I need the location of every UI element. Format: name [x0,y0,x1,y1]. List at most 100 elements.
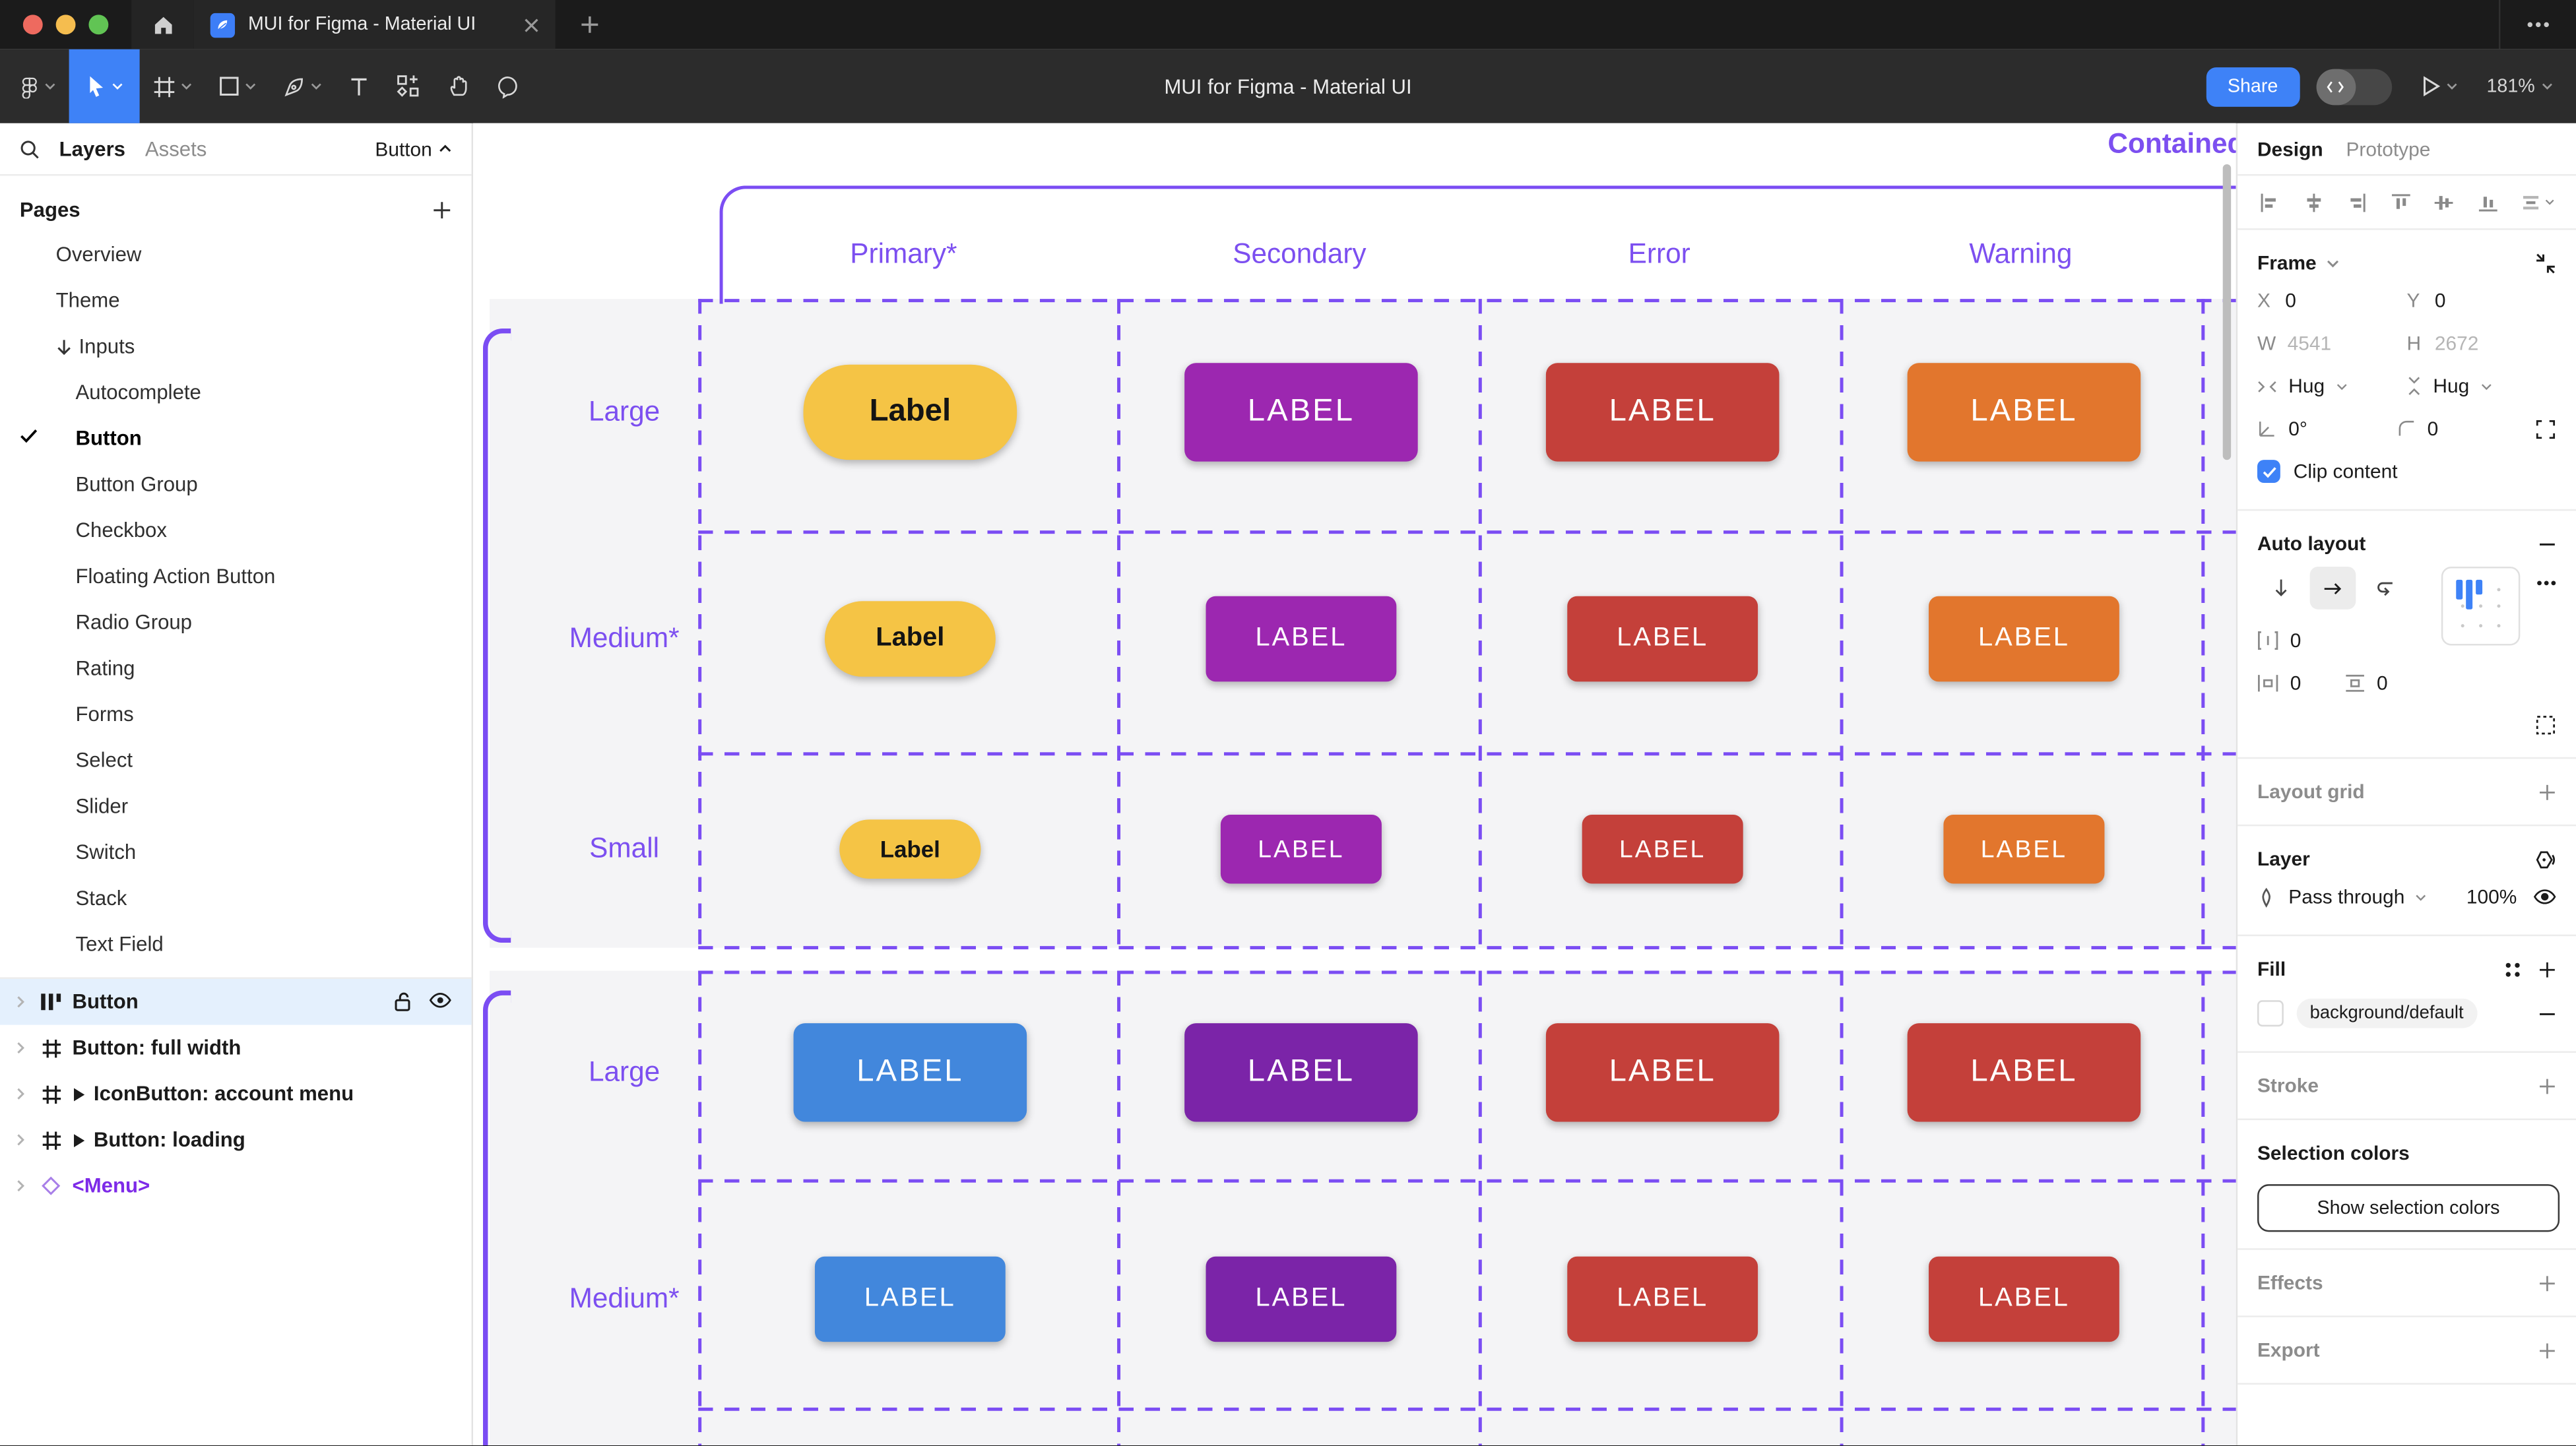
resources-tool-button[interactable] [383,49,434,123]
clip-content-checkbox[interactable] [2257,460,2280,484]
canvas-button-secondary[interactable]: LABEL [1220,814,1382,884]
styles-icon[interactable] [2503,960,2521,978]
window-more-menu[interactable] [2498,0,2576,49]
row-label[interactable]: Large [588,396,660,427]
close-window-button[interactable] [22,15,43,35]
pen-tool-button[interactable] [269,49,335,123]
share-button[interactable]: Share [2206,66,2300,106]
fill-style-token[interactable]: background/default [2296,998,2477,1028]
auto-layout-alignment-box[interactable] [2441,566,2521,646]
y-value[interactable]: 0 [2434,289,2446,313]
frame-section-title[interactable]: Frame [2257,251,2317,274]
zoom-level-control[interactable]: 181% [2487,77,2554,96]
row-label[interactable]: Small [589,833,660,864]
align-top-icon[interactable] [2389,191,2410,212]
column-header[interactable]: Warning [1969,238,2073,270]
padding-vertical-value[interactable]: 0 [2376,672,2388,695]
rotation-value[interactable]: 0° [2288,417,2307,441]
add-stroke-button[interactable] [2538,1077,2556,1094]
canvas-button-warning[interactable]: LABEL [1929,596,2119,682]
page-item[interactable]: Rating [0,645,472,691]
canvas-button-amber[interactable]: Label [824,601,996,677]
page-item[interactable]: Switch [0,829,472,875]
hand-tool-button[interactable] [434,49,483,123]
remove-auto-layout-button[interactable] [2538,534,2556,552]
minimize-window-button[interactable] [55,15,76,35]
independent-corners-icon[interactable] [2535,418,2556,439]
canvas-button-error[interactable]: LABEL [1567,596,1758,682]
tab-prototype[interactable]: Prototype [2346,137,2431,160]
visibility-icon[interactable] [429,992,452,1012]
align-h-center-icon[interactable] [2302,191,2323,212]
canvas-button-error[interactable]: LABEL [1545,363,1780,462]
new-tab-button[interactable] [556,0,625,49]
remove-fill-button[interactable] [2538,1005,2556,1022]
page-item[interactable]: Overview [0,232,472,278]
text-tool-button[interactable] [335,49,383,123]
show-selection-colors-button[interactable]: Show selection colors [2257,1184,2560,1232]
canvas-button-warning[interactable]: LABEL [1943,814,2105,884]
blend-mode-value[interactable]: Pass through [2288,885,2405,908]
layout-horizontal-button[interactable] [2309,566,2356,610]
canvas-button-primary[interactable]: LABEL [814,1256,1006,1342]
layer-row[interactable]: <Menu> [0,1163,472,1209]
page-item[interactable]: Select [0,738,472,784]
canvas-button-primary[interactable]: LABEL [793,1023,1027,1122]
align-bottom-icon[interactable] [2476,191,2497,212]
distribute-icon[interactable] [2520,191,2554,212]
search-icon[interactable] [20,139,40,158]
unlock-icon[interactable] [395,992,412,1012]
column-header[interactable]: Secondary [1233,238,1367,270]
individual-padding-icon[interactable] [2535,714,2556,735]
layout-wrap-button[interactable] [2362,567,2408,610]
blend-style-icon[interactable] [2535,848,2556,869]
align-left-icon[interactable] [2259,191,2280,212]
add-layout-grid-button[interactable] [2538,782,2556,800]
page-item[interactable]: Checkbox [0,507,472,553]
tab-assets[interactable]: Assets [145,137,207,160]
canvas-button-warning[interactable]: LABEL [1907,363,2141,462]
row-label[interactable]: Medium* [569,622,680,654]
corner-radius-value[interactable]: 0 [2427,417,2439,441]
layer-row[interactable]: IconButton: account menu [0,1071,472,1117]
section-title[interactable]: Contained [2108,128,2236,160]
auto-layout-more-icon[interactable] [2536,580,2556,586]
dev-mode-toggle[interactable] [2315,68,2392,105]
close-tab-icon[interactable] [524,17,538,32]
hug-v-value[interactable]: Hug [2433,374,2470,398]
home-tab[interactable] [131,0,194,49]
layer-row[interactable]: Button [0,978,472,1025]
page-item[interactable]: Inputs [0,323,472,369]
add-fill-button[interactable] [2538,960,2556,978]
file-tab[interactable]: MUI for Figma - Material UI [193,0,556,49]
maximize-window-button[interactable] [88,15,109,35]
align-v-center-icon[interactable] [2433,191,2454,212]
canvas-button-amber[interactable]: Label [803,364,1017,460]
move-tool-button[interactable] [69,49,140,123]
page-item[interactable]: Floating Action Button [0,553,472,600]
collapse-panel-icon[interactable] [2535,252,2556,273]
canvas-button-error[interactable]: LABEL [1545,1023,1780,1122]
page-item[interactable]: Button [0,416,472,462]
opacity-value[interactable]: 100% [2466,885,2517,908]
page-item[interactable]: Autocomplete [0,369,472,416]
layout-vertical-button[interactable] [2257,567,2303,610]
canvas-button-secondary[interactable]: LABEL [1206,596,1397,682]
main-menu-button[interactable] [0,49,69,123]
canvas-button-error[interactable]: LABEL [1907,1023,2141,1122]
align-right-icon[interactable] [2346,191,2367,212]
fill-color-swatch[interactable] [2257,1000,2284,1027]
visibility-icon[interactable] [2533,889,2556,905]
comment-tool-button[interactable] [483,49,532,123]
add-export-button[interactable] [2538,1341,2556,1359]
x-value[interactable]: 0 [2285,289,2296,313]
height-value[interactable]: 2672 [2434,331,2479,355]
present-button[interactable] [2408,49,2470,123]
page-item[interactable]: Text Field [0,922,472,968]
page-item[interactable]: Radio Group [0,600,472,646]
page-item[interactable]: Forms [0,691,472,738]
chevron-right-icon[interactable] [10,1042,30,1055]
add-page-button[interactable] [432,201,452,220]
page-item[interactable]: Button Group [0,462,472,508]
